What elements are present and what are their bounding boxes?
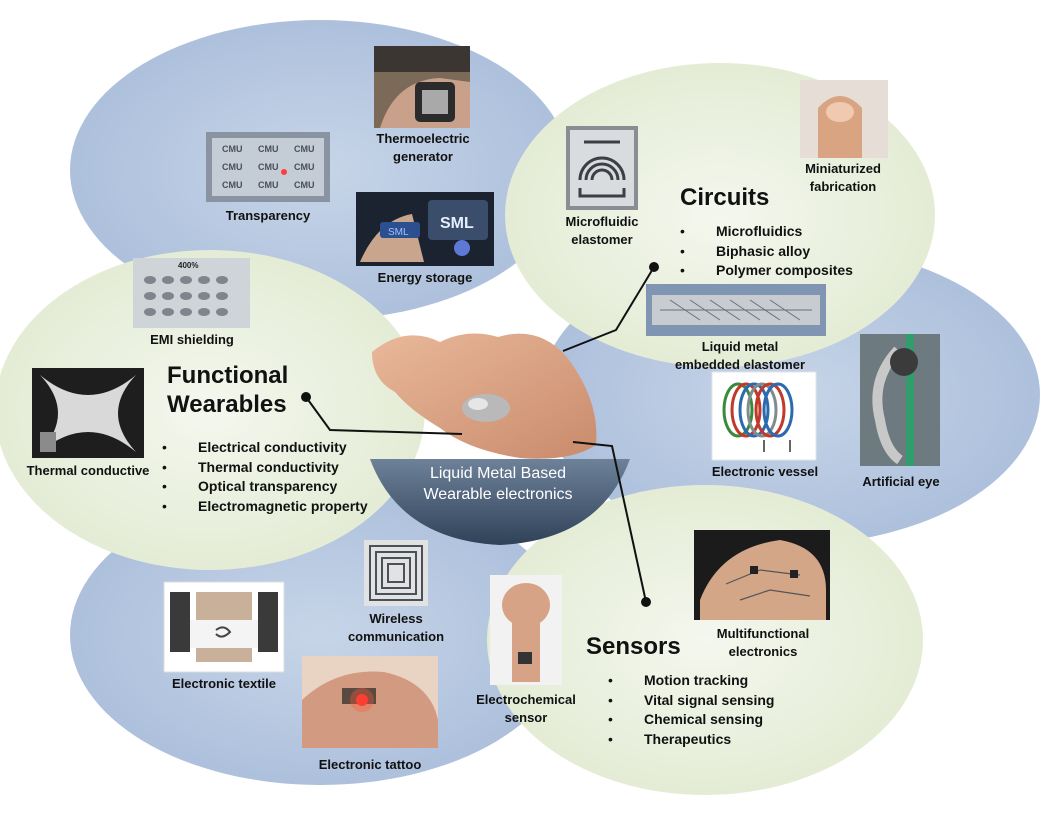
liquid-metal-embedded-elastomer-label: Liquid metal embedded elastomer xyxy=(664,338,816,373)
list-item: Polymer composites xyxy=(676,261,853,281)
electronic-vessel-photo xyxy=(711,371,817,461)
miniaturized-fabrication-label: Miniaturized fabrication xyxy=(782,160,904,195)
sensors-title: Sensors xyxy=(586,633,681,660)
functional-wearables-list: Electrical conductivity Thermal conducti… xyxy=(158,438,368,516)
sensors-list: Motion tracking Vital signal sensing Che… xyxy=(604,671,774,749)
wireless-communication-label: Wireless communication xyxy=(342,610,450,645)
electrochemical-sensor-label: Electrochemical sensor xyxy=(464,691,588,726)
center-label-line1: Liquid Metal Based xyxy=(429,465,567,482)
transparency-photo: CMU CMU CMU CMU CMU CMU CMU CMU CMU xyxy=(206,132,330,202)
artificial-eye-label: Artificial eye xyxy=(862,474,940,489)
circuits-title: Circuits xyxy=(680,184,770,211)
label-line: Wireless xyxy=(369,611,423,626)
label-line: communication xyxy=(347,628,445,644)
connector-lines xyxy=(305,266,655,603)
label-line: generator xyxy=(393,148,453,164)
cmu-mark: CMU xyxy=(258,144,279,154)
hand-photo xyxy=(372,333,597,459)
microfluidic-elastomer-label: Microfluidic elastomer xyxy=(554,213,650,248)
center-label: Liquid Metal Based Wearable electronics xyxy=(392,463,604,505)
microfluidic-elastomer-photo xyxy=(566,126,638,210)
label-line: sensor xyxy=(504,709,548,725)
thermal-conductive-photo xyxy=(32,368,144,458)
cmu-mark: CMU xyxy=(222,144,243,154)
list-item: Electromagnetic property xyxy=(158,497,368,517)
connector-functional-wearables xyxy=(305,396,463,435)
miniaturized-fabrication-photo xyxy=(800,80,888,158)
energy-storage-photo: SML SML xyxy=(356,192,494,266)
center-bowl xyxy=(370,459,630,545)
connector-dot-functional-wearables xyxy=(301,392,311,402)
list-item: Therapeutics xyxy=(604,730,774,750)
list-item: Motion tracking xyxy=(604,671,774,691)
transparency-label: Transparency xyxy=(225,208,311,223)
functional-wearables-title-line2: Wearables xyxy=(167,390,287,418)
functional-wearables-title: Functional Wearables xyxy=(167,362,288,420)
cmu-mark: CMU xyxy=(294,162,315,172)
connector-dot-sensors xyxy=(641,597,651,607)
functional-wearables-title-line1: Functional xyxy=(167,362,289,389)
list-item: Electrical conductivity xyxy=(158,438,368,458)
cmu-mark: CMU xyxy=(222,162,243,172)
center-label-line2: Wearable electronics xyxy=(423,486,573,503)
label-line: Electrochemical xyxy=(476,692,576,707)
label-line: Liquid metal xyxy=(701,339,779,354)
electronic-vessel-label: Electronic vessel xyxy=(711,464,819,479)
liquid-metal-embedded-elastomer-photo xyxy=(646,284,826,336)
sml-mark: SML xyxy=(388,227,409,238)
emi-shielding-label: EMI shielding xyxy=(150,332,234,347)
thermal-conductive-label: Thermal conductive xyxy=(26,463,150,478)
cmu-mark: CMU xyxy=(222,180,243,190)
cmu-mark: CMU xyxy=(258,180,279,190)
circuits-list: Microfluidics Biphasic alloy Polymer com… xyxy=(676,222,853,281)
label-line: Multifunctional xyxy=(716,626,810,641)
stretch-percent-text: 400% xyxy=(178,261,198,270)
emi-shielding-photo: 400% xyxy=(133,258,250,328)
connector-circuits xyxy=(562,266,655,352)
electronic-textile-label: Electronic textile xyxy=(171,676,277,691)
list-item: Biphasic alloy xyxy=(676,242,853,262)
cmu-mark: CMU xyxy=(294,180,315,190)
list-item: Chemical sensing xyxy=(604,710,774,730)
energy-storage-label: Energy storage xyxy=(377,270,473,285)
thermoelectric-generator-photo xyxy=(374,46,470,128)
wireless-communication-photo xyxy=(364,540,428,606)
cmu-mark: CMU xyxy=(258,162,279,172)
label-line: Microfluidic xyxy=(565,214,639,229)
connector-sensors xyxy=(572,441,647,603)
multifunctional-electronics-label: Multifunctional electronics xyxy=(698,625,828,660)
electronic-textile-photo xyxy=(163,581,285,673)
label-line: electronics xyxy=(728,643,798,659)
electronic-tattoo-photo xyxy=(302,656,438,748)
sml-mark: SML xyxy=(440,215,474,232)
electrochemical-sensor-photo xyxy=(490,575,562,685)
artificial-eye-photo xyxy=(860,334,940,466)
list-item: Microfluidics xyxy=(676,222,853,242)
list-item: Optical transparency xyxy=(158,477,368,497)
label-line: Thermoelectric xyxy=(376,131,470,146)
multifunctional-electronics-photo xyxy=(694,530,830,620)
cmu-mark: CMU xyxy=(294,144,315,154)
label-line: Miniaturized xyxy=(805,161,881,176)
label-line: embedded elastomer xyxy=(674,356,806,372)
list-item: Vital signal sensing xyxy=(604,691,774,711)
list-item: Thermal conductivity xyxy=(158,458,368,478)
thermoelectric-generator-label: Thermoelectric generator xyxy=(358,130,488,165)
label-line: fabrication xyxy=(809,178,877,194)
label-line: elastomer xyxy=(571,231,633,247)
electronic-tattoo-label: Electronic tattoo xyxy=(318,757,422,772)
connector-dot-circuits xyxy=(649,262,659,272)
